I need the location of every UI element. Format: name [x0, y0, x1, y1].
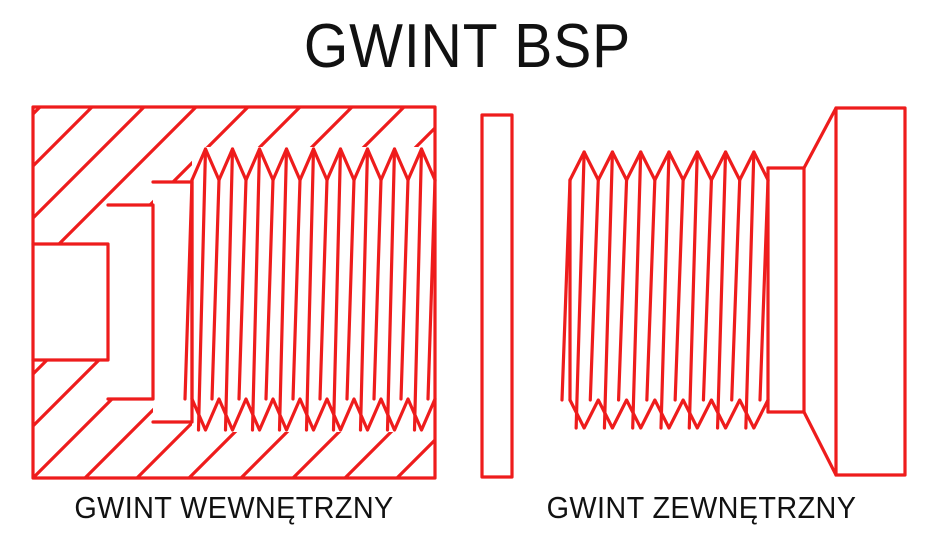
chamfer-bottom — [802, 410, 838, 477]
thread-flank-root — [345, 178, 356, 401]
stepped-bore-profile — [31, 180, 194, 424]
thread-flank-crest — [574, 150, 586, 430]
seal-ring-rect — [480, 113, 514, 479]
thread-flank-root — [399, 178, 410, 401]
bore-step-1 — [106, 203, 155, 401]
thread-flank-root — [264, 178, 275, 401]
thread-flank-root — [730, 178, 742, 402]
thread-flank-crest — [304, 147, 316, 432]
hatch-line — [33, 107, 250, 325]
thread-flank-crest — [412, 147, 424, 432]
thread-flank-crest — [744, 150, 756, 430]
thread-flank-crest — [631, 150, 643, 430]
page-title: GWINT BSP — [303, 12, 632, 81]
thread-flank-root — [701, 178, 714, 402]
thread-crest-line-bottom — [190, 397, 437, 432]
thread-flank-root — [237, 178, 248, 401]
thread-flank-root — [588, 178, 600, 402]
hatch-line — [33, 107, 146, 221]
hatch-line — [343, 385, 435, 478]
thread-flank-crest — [715, 150, 728, 430]
thread-flank-crest — [385, 147, 397, 432]
caption-internal-thread: GWINT WEWNĘTRZNY — [74, 490, 394, 525]
thread-flank-crest — [277, 147, 289, 432]
hatch-line — [33, 107, 354, 429]
thread-flank-crest — [331, 147, 343, 432]
external-thread-figure — [560, 106, 907, 477]
hatch-line — [33, 107, 302, 377]
thread-flank-root — [616, 178, 629, 402]
internal-body-outline — [31, 105, 437, 480]
internal-thread-profile — [183, 147, 437, 432]
thread-flank-root — [426, 178, 437, 401]
thread-flank-crest — [687, 150, 699, 430]
section-hatching — [33, 107, 935, 478]
thread-flank-root — [318, 178, 329, 401]
hatch-line — [33, 107, 94, 169]
hatch-line — [187, 229, 435, 478]
thread-flank-root — [673, 178, 685, 402]
hatch-line — [605, 107, 935, 478]
thread-flank-crest — [602, 150, 615, 430]
thread-flank-crest — [358, 147, 370, 432]
head-flange-rect — [834, 106, 907, 477]
thread-flank-root — [645, 178, 657, 402]
seal-ring-figure — [480, 113, 514, 479]
thread-flank-root — [210, 178, 221, 401]
hatch-line — [33, 107, 198, 273]
thread-flank-crest — [250, 147, 262, 432]
hatch-line — [761, 107, 935, 478]
external-body-outline — [766, 106, 907, 477]
chamfer-top — [802, 106, 838, 170]
thread-crest-line-bottom — [568, 398, 770, 430]
thread-flank-crest — [659, 150, 671, 430]
hatch-line — [709, 107, 935, 478]
thread-flank-root — [372, 178, 383, 401]
external-thread-profile — [560, 150, 770, 430]
internal-body-rect — [31, 105, 437, 480]
thread-flank-crest — [223, 147, 235, 432]
hatch-line — [33, 107, 406, 478]
caption-external-thread: GWINT ZEWNĘTRZNY — [546, 490, 857, 525]
hatch-line — [291, 333, 435, 478]
bore-step-0 — [31, 242, 110, 362]
thread-flank-root — [291, 178, 302, 401]
thread-flank-crest — [196, 147, 208, 432]
hatch-line — [501, 107, 872, 478]
hatch-line — [239, 281, 435, 478]
internal-thread-figure — [31, 105, 935, 480]
